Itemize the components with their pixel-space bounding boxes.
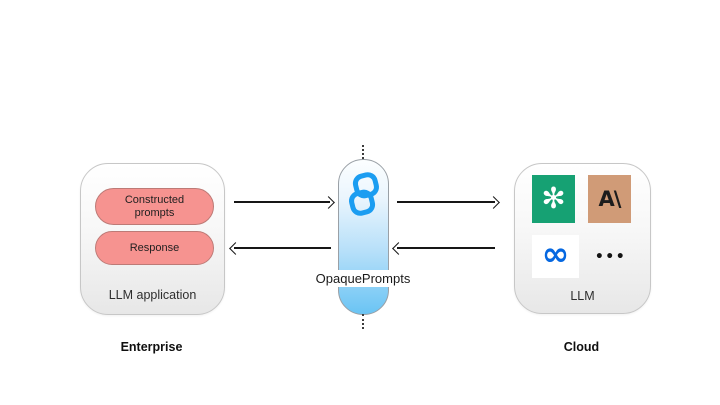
enterprise-llm-application-box: Constructed prompts Response LLM applica… [80,163,225,315]
cloud-llm-box: ✻ A\ ∞ ••• LLM [514,163,651,314]
meta-glyph: ∞ [541,234,570,273]
arrow-head [487,195,500,209]
opaque-interlocked-links-icon [348,172,379,216]
openai-logo-icon: ✻ [532,175,575,223]
dotted-connector-top [362,145,364,159]
response-label: Response [129,241,180,254]
anthropic-glyph: A\ [598,187,622,211]
opaqueprompts-label: OpaquePrompts [310,270,416,287]
cloud-caption: Cloud [563,340,600,354]
arrow-head [229,241,242,255]
arrow-cloud-to-gateway-icon [392,241,497,255]
llm-application-label: LLM application [108,288,197,302]
response-pill: Response [95,231,214,265]
openai-glyph: ✻ [541,180,566,215]
arrow-shaft [234,201,330,203]
meta-logo-icon: ∞ [532,235,579,278]
constructed-prompts-pill: Constructed prompts [95,188,214,225]
dotted-connector-bottom [362,314,364,329]
anthropic-logo-icon: A\ [588,175,631,223]
arrow-head [392,241,405,255]
opaqueprompts-capsule [338,159,389,315]
arrow-shaft [397,247,495,249]
constructed-prompts-label: Constructed prompts [124,193,185,219]
arrow-gateway-to-cloud-icon [395,195,500,209]
arrow-enterprise-to-gateway-icon [232,195,335,209]
enterprise-caption: Enterprise [120,340,183,354]
ellipsis-icon: ••• [587,235,634,278]
llm-label: LLM [570,289,595,303]
arrow-head [322,195,335,209]
arrow-shaft [397,201,495,203]
arrow-gateway-to-enterprise-icon [229,241,333,255]
arrow-shaft [234,247,331,249]
ellipsis-glyph: ••• [594,248,627,265]
